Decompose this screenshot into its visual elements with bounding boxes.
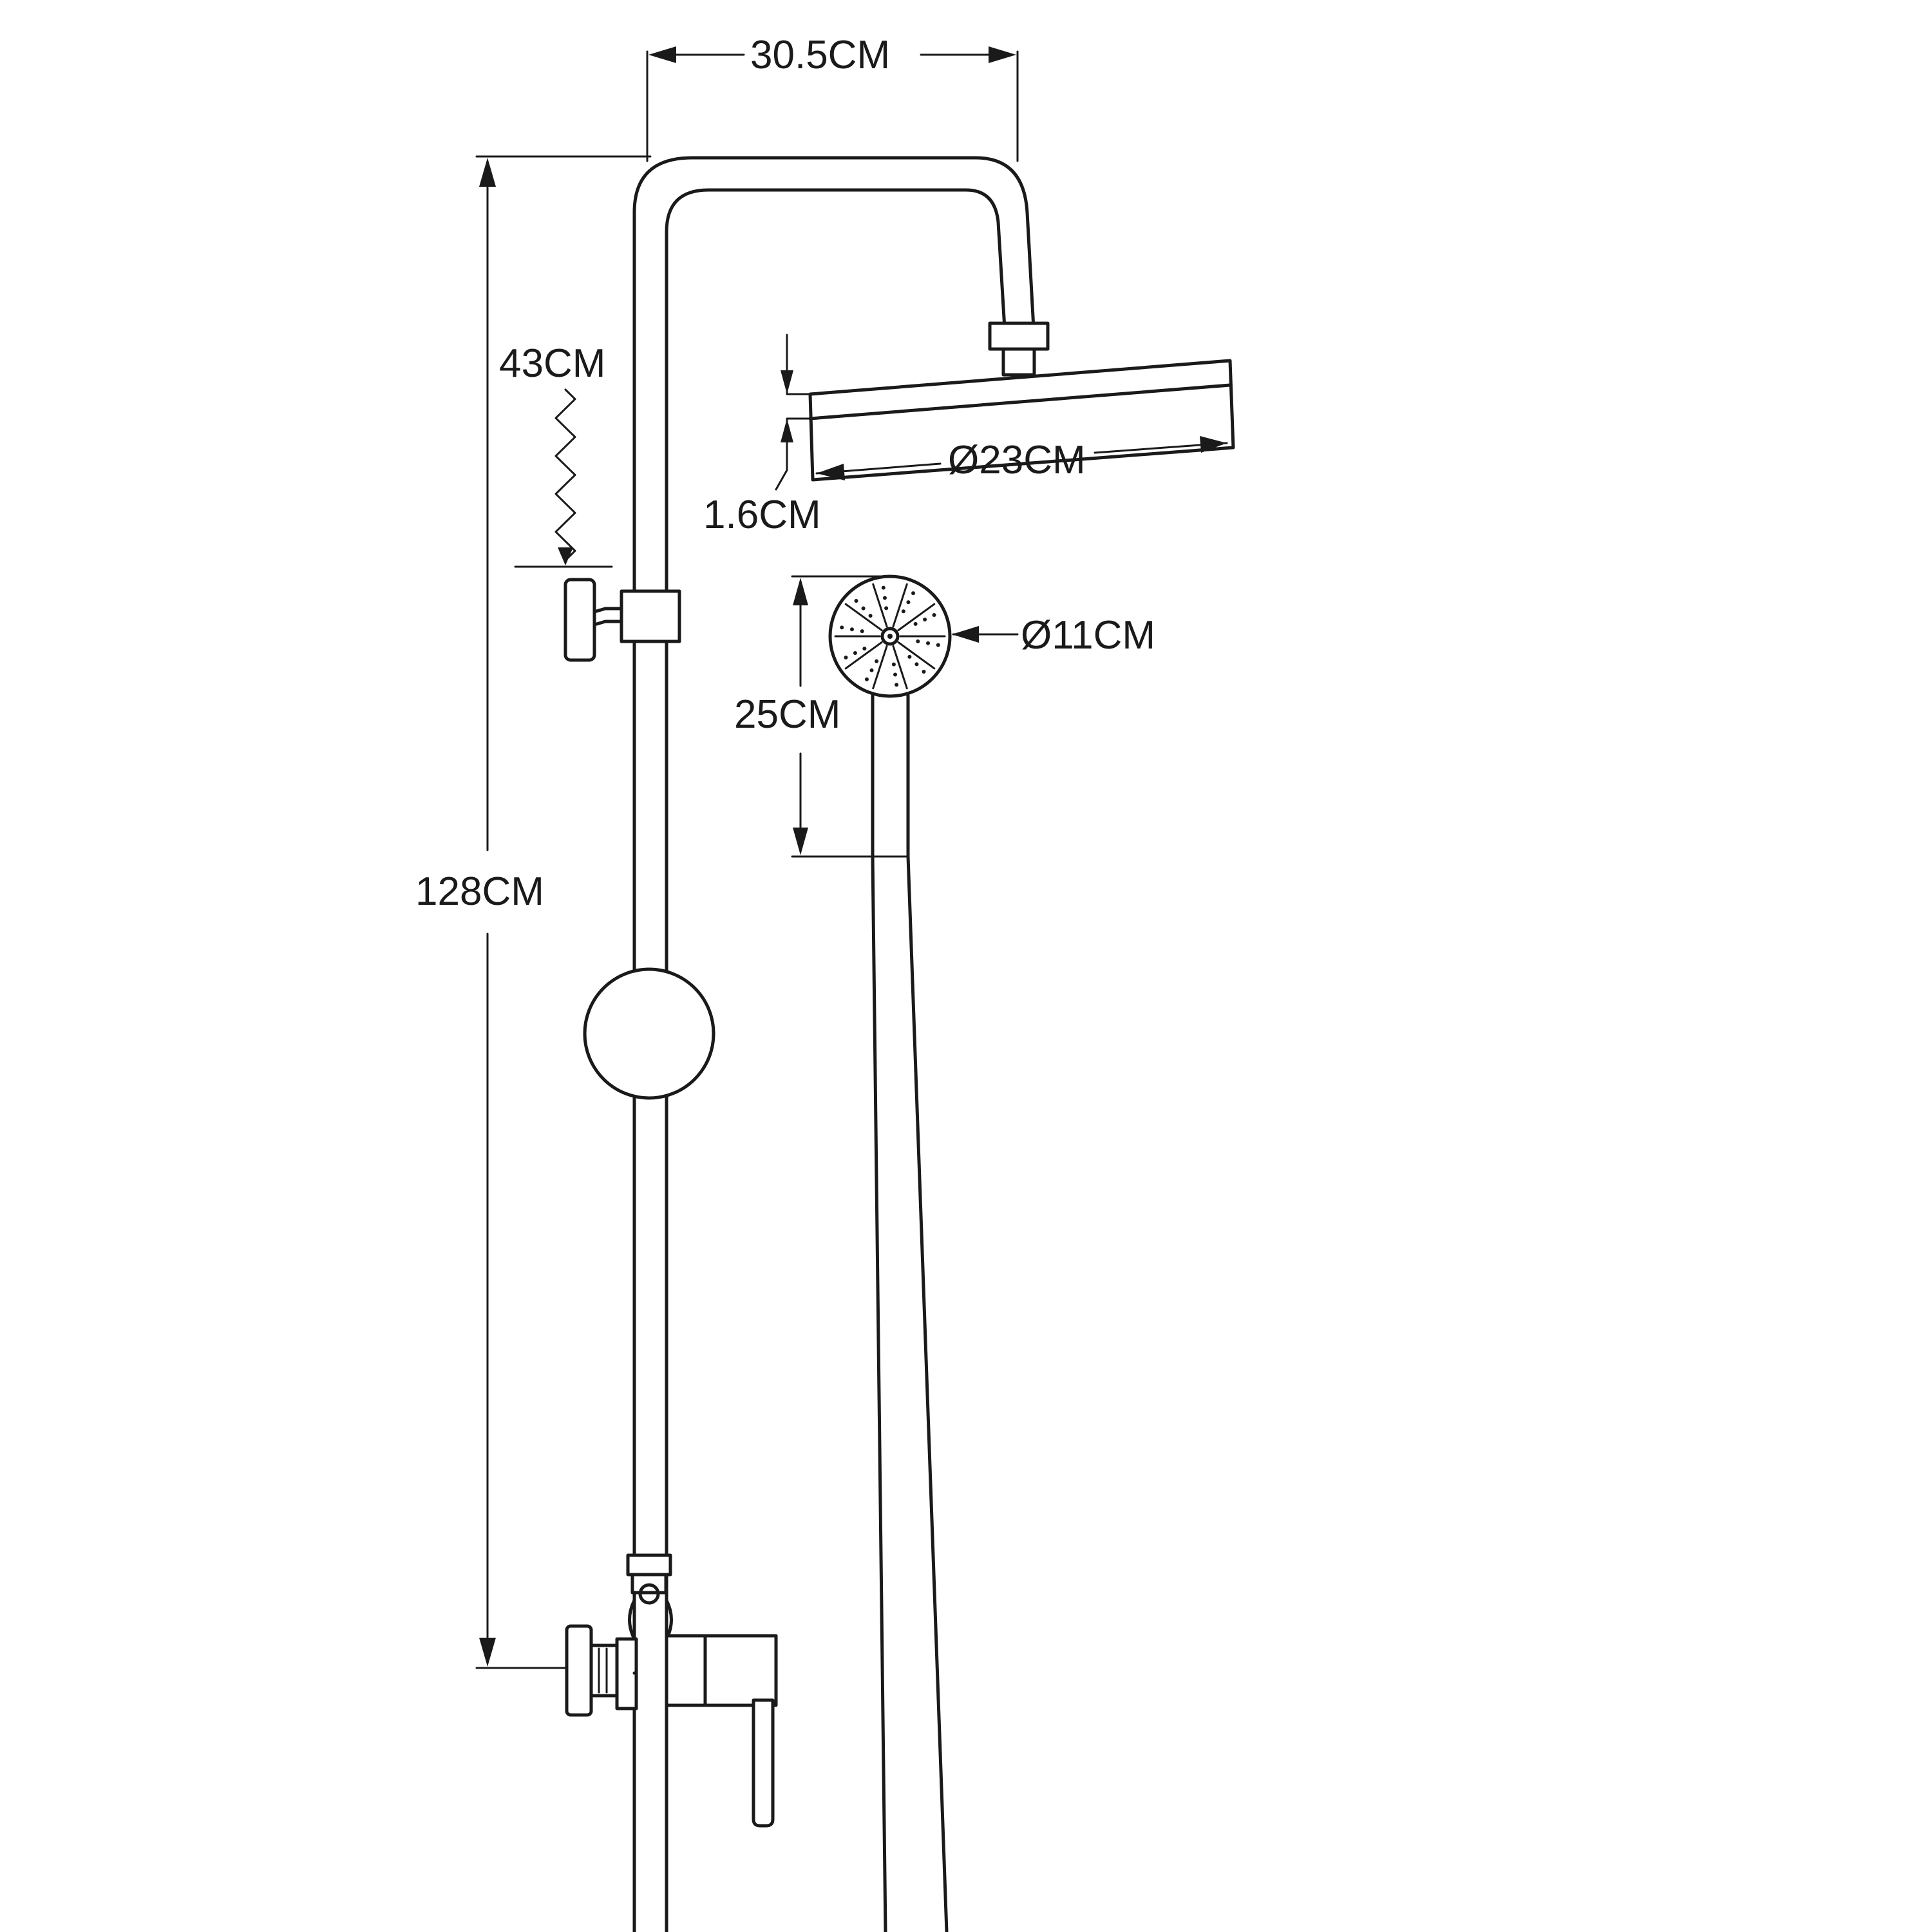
spray-nozzle (864, 677, 869, 681)
total-height-label: 128CM (415, 869, 544, 914)
spray-nozzle (936, 643, 940, 647)
diverter-mixer (565, 1553, 778, 1828)
spray-nozzle (853, 651, 857, 656)
spray-nozzle (926, 641, 931, 645)
spray-nozzle (907, 654, 912, 659)
spray-nozzle (860, 629, 864, 634)
arm-connector (988, 321, 1050, 377)
spray-nozzle (849, 627, 854, 632)
spray-nozzle (875, 659, 879, 663)
slider-holder (564, 578, 681, 662)
spray-ray (844, 603, 883, 632)
arm-reach-label: 30.5CM (750, 33, 890, 77)
spray-nozzle (906, 600, 911, 605)
spray-nozzle (901, 609, 905, 614)
spray-ray (892, 583, 908, 628)
spray-nozzle (869, 668, 874, 672)
spray-nozzle (884, 606, 889, 611)
hand-shower (828, 574, 952, 1932)
hand-shower-length-label: 25CM (734, 692, 840, 737)
hand-shower-diameter-label: Ø11CM (1021, 613, 1155, 658)
spray-nozzle (844, 655, 848, 659)
head-diameter-label: Ø23CM (948, 438, 1086, 482)
spray-ray (897, 603, 936, 632)
spray-ray (872, 583, 888, 628)
spray-nozzle (932, 613, 936, 618)
slider-range-label: 43CM (499, 341, 605, 386)
spray-ray (844, 641, 883, 670)
spray-nozzle (868, 614, 873, 618)
spray-ray (897, 641, 936, 670)
spray-pattern (834, 583, 946, 690)
spray-ray (872, 645, 888, 690)
spray-nozzle (891, 662, 896, 667)
spray-nozzle (916, 639, 920, 643)
head-thickness-label: 1.6CM (703, 493, 821, 537)
spring-indicator (514, 388, 613, 568)
dimension-lines (475, 46, 1228, 1669)
spray-nozzle (881, 585, 886, 590)
spray-ray (892, 645, 908, 690)
spring-arrowhead (558, 547, 573, 565)
riser-pipe (632, 156, 1036, 1932)
round-disc (583, 967, 715, 1100)
spray-nozzle (854, 599, 858, 603)
spray-nozzle (914, 662, 919, 667)
spray-nozzle (862, 647, 867, 651)
spray-nozzle (922, 669, 926, 674)
spray-nozzle (911, 591, 916, 596)
spray-nozzle (895, 683, 899, 687)
spray-nozzle (893, 672, 898, 677)
spray-nozzle (840, 625, 844, 630)
spray-nozzle (923, 617, 927, 621)
spray-nozzle (913, 621, 918, 626)
spray-nozzle (882, 596, 887, 600)
spray-nozzle (861, 606, 866, 611)
